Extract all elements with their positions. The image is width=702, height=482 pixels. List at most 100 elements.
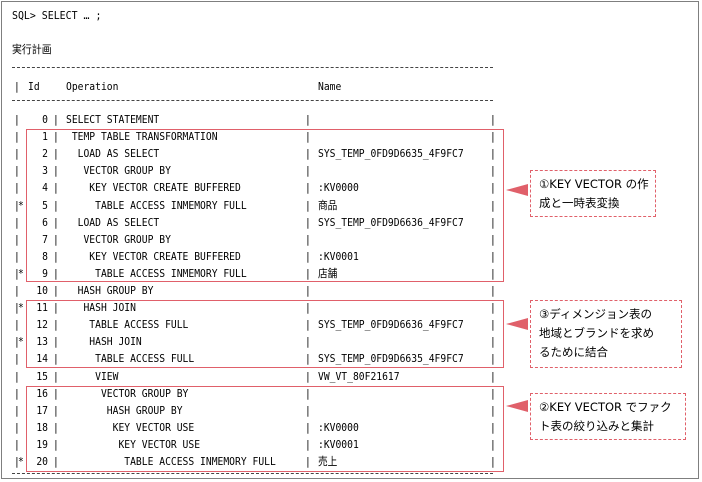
cell-separator: | <box>305 421 311 434</box>
annotation-1: ①KEY VECTOR の作 成と一時表変換 <box>530 170 656 217</box>
cell-id: 18 <box>36 421 48 434</box>
cell-op: KEY VECTOR CREATE BUFFERED <box>66 250 241 263</box>
header-operation: Operation <box>66 80 119 93</box>
cell-name: :KV0001 <box>318 438 359 451</box>
cell-op: VIEW <box>66 370 119 383</box>
cell-separator: | <box>53 421 59 434</box>
cell-separator: | <box>14 267 20 280</box>
cell-separator: | <box>305 301 311 314</box>
cell-name: 売上 <box>318 455 338 468</box>
cell-separator: | <box>53 284 59 297</box>
cell-separator: | <box>305 352 311 365</box>
cell-separator: | <box>53 370 59 383</box>
cell-separator: | <box>305 267 311 280</box>
cell-separator: | <box>53 352 59 365</box>
cell-separator: | <box>490 421 496 434</box>
cell-op: HASH GROUP BY <box>66 284 154 297</box>
cell-pred: * <box>18 455 24 468</box>
cell-separator: | <box>305 335 311 348</box>
cell-separator: | <box>305 455 311 468</box>
cell-name: 商品 <box>318 199 338 212</box>
cell-id: 11 <box>36 301 48 314</box>
cell-id: 8 <box>42 250 48 263</box>
cell-op: KEY VECTOR USE <box>66 421 195 434</box>
cell-separator: | <box>305 284 311 297</box>
cell-separator: | <box>490 284 496 297</box>
cell-op: TABLE ACCESS FULL <box>66 318 189 331</box>
cell-separator: | <box>305 216 311 229</box>
cell-id: 16 <box>36 387 48 400</box>
cell-separator: | <box>14 164 20 177</box>
arrow-1-icon <box>506 184 528 196</box>
cell-separator: | <box>53 438 59 451</box>
cell-separator: | <box>14 250 20 263</box>
cell-id: 19 <box>36 438 48 451</box>
cell-separator: | <box>305 147 311 160</box>
cell-separator: | <box>14 335 20 348</box>
cell-id: 1 <box>42 130 48 143</box>
header-id: Id <box>28 80 40 93</box>
cell-separator: | <box>305 250 311 263</box>
cell-separator: | <box>490 301 496 314</box>
annotation-3: ③ディメンジョン表の 地域とブランドを求め るために結合 <box>530 300 682 368</box>
cell-id: 7 <box>42 233 48 246</box>
cell-op: HASH JOIN <box>66 301 136 314</box>
cell-separator: | <box>14 147 20 160</box>
cell-separator: | <box>490 181 496 194</box>
cell-op: HASH JOIN <box>66 335 142 348</box>
cell-separator: | <box>53 404 59 417</box>
cell-separator: | <box>305 318 311 331</box>
cell-op: VECTOR GROUP BY <box>66 233 171 246</box>
cell-separator: | <box>490 370 496 383</box>
cell-separator: | <box>14 199 20 212</box>
cell-name: :KV0000 <box>318 421 359 434</box>
cell-separator: | <box>305 113 311 126</box>
cell-separator: | <box>14 370 20 383</box>
cell-separator: | <box>14 233 20 246</box>
cell-separator: | <box>53 199 59 212</box>
highlight-box-2 <box>26 386 504 472</box>
cell-separator: | <box>14 181 20 194</box>
cell-separator: | <box>53 113 59 126</box>
annotation-2: ②KEY VECTOR でファク ト表の絞り込みと集計 <box>530 393 686 440</box>
cell-op: LOAD AS SELECT <box>66 147 160 160</box>
cell-id: 9 <box>42 267 48 280</box>
cell-id: 2 <box>42 147 48 160</box>
cell-id: 15 <box>36 370 48 383</box>
cell-separator: | <box>53 455 59 468</box>
cell-op: TABLE ACCESS INMEMORY FULL <box>66 267 247 280</box>
header-bar: | <box>14 80 20 93</box>
cell-op: KEY VECTOR USE <box>66 438 201 451</box>
cell-id: 20 <box>36 455 48 468</box>
cell-separator: | <box>14 130 20 143</box>
cell-separator: | <box>490 335 496 348</box>
cell-separator: | <box>490 387 496 400</box>
cell-name: SYS_TEMP_0FD9D6635_4F9FC7 <box>318 352 464 365</box>
highlight-box-1 <box>26 129 504 282</box>
cell-name: 店舗 <box>318 267 338 280</box>
cell-separator: | <box>490 233 496 246</box>
cell-separator: | <box>14 284 20 297</box>
table-rule-top <box>12 67 493 68</box>
cell-separator: | <box>490 147 496 160</box>
cell-op: LOAD AS SELECT <box>66 216 160 229</box>
cell-op: HASH GROUP BY <box>66 404 183 417</box>
cell-separator: | <box>490 164 496 177</box>
cell-separator: | <box>53 164 59 177</box>
cell-separator: | <box>53 147 59 160</box>
cell-op: SELECT STATEMENT <box>66 113 160 126</box>
cell-separator: | <box>53 318 59 331</box>
cell-op: TABLE ACCESS FULL <box>66 352 195 365</box>
cell-separator: | <box>305 164 311 177</box>
cell-name: :KV0000 <box>318 181 359 194</box>
cell-id: 17 <box>36 404 48 417</box>
cell-separator: | <box>53 301 59 314</box>
cell-id: 3 <box>42 164 48 177</box>
cell-op: TABLE ACCESS INMEMORY FULL <box>66 199 247 212</box>
table-rule-bottom <box>12 473 493 474</box>
cell-separator: | <box>490 318 496 331</box>
cell-id: 13 <box>36 335 48 348</box>
cell-op: TEMP TABLE TRANSFORMATION <box>66 130 218 143</box>
cell-separator: | <box>53 267 59 280</box>
